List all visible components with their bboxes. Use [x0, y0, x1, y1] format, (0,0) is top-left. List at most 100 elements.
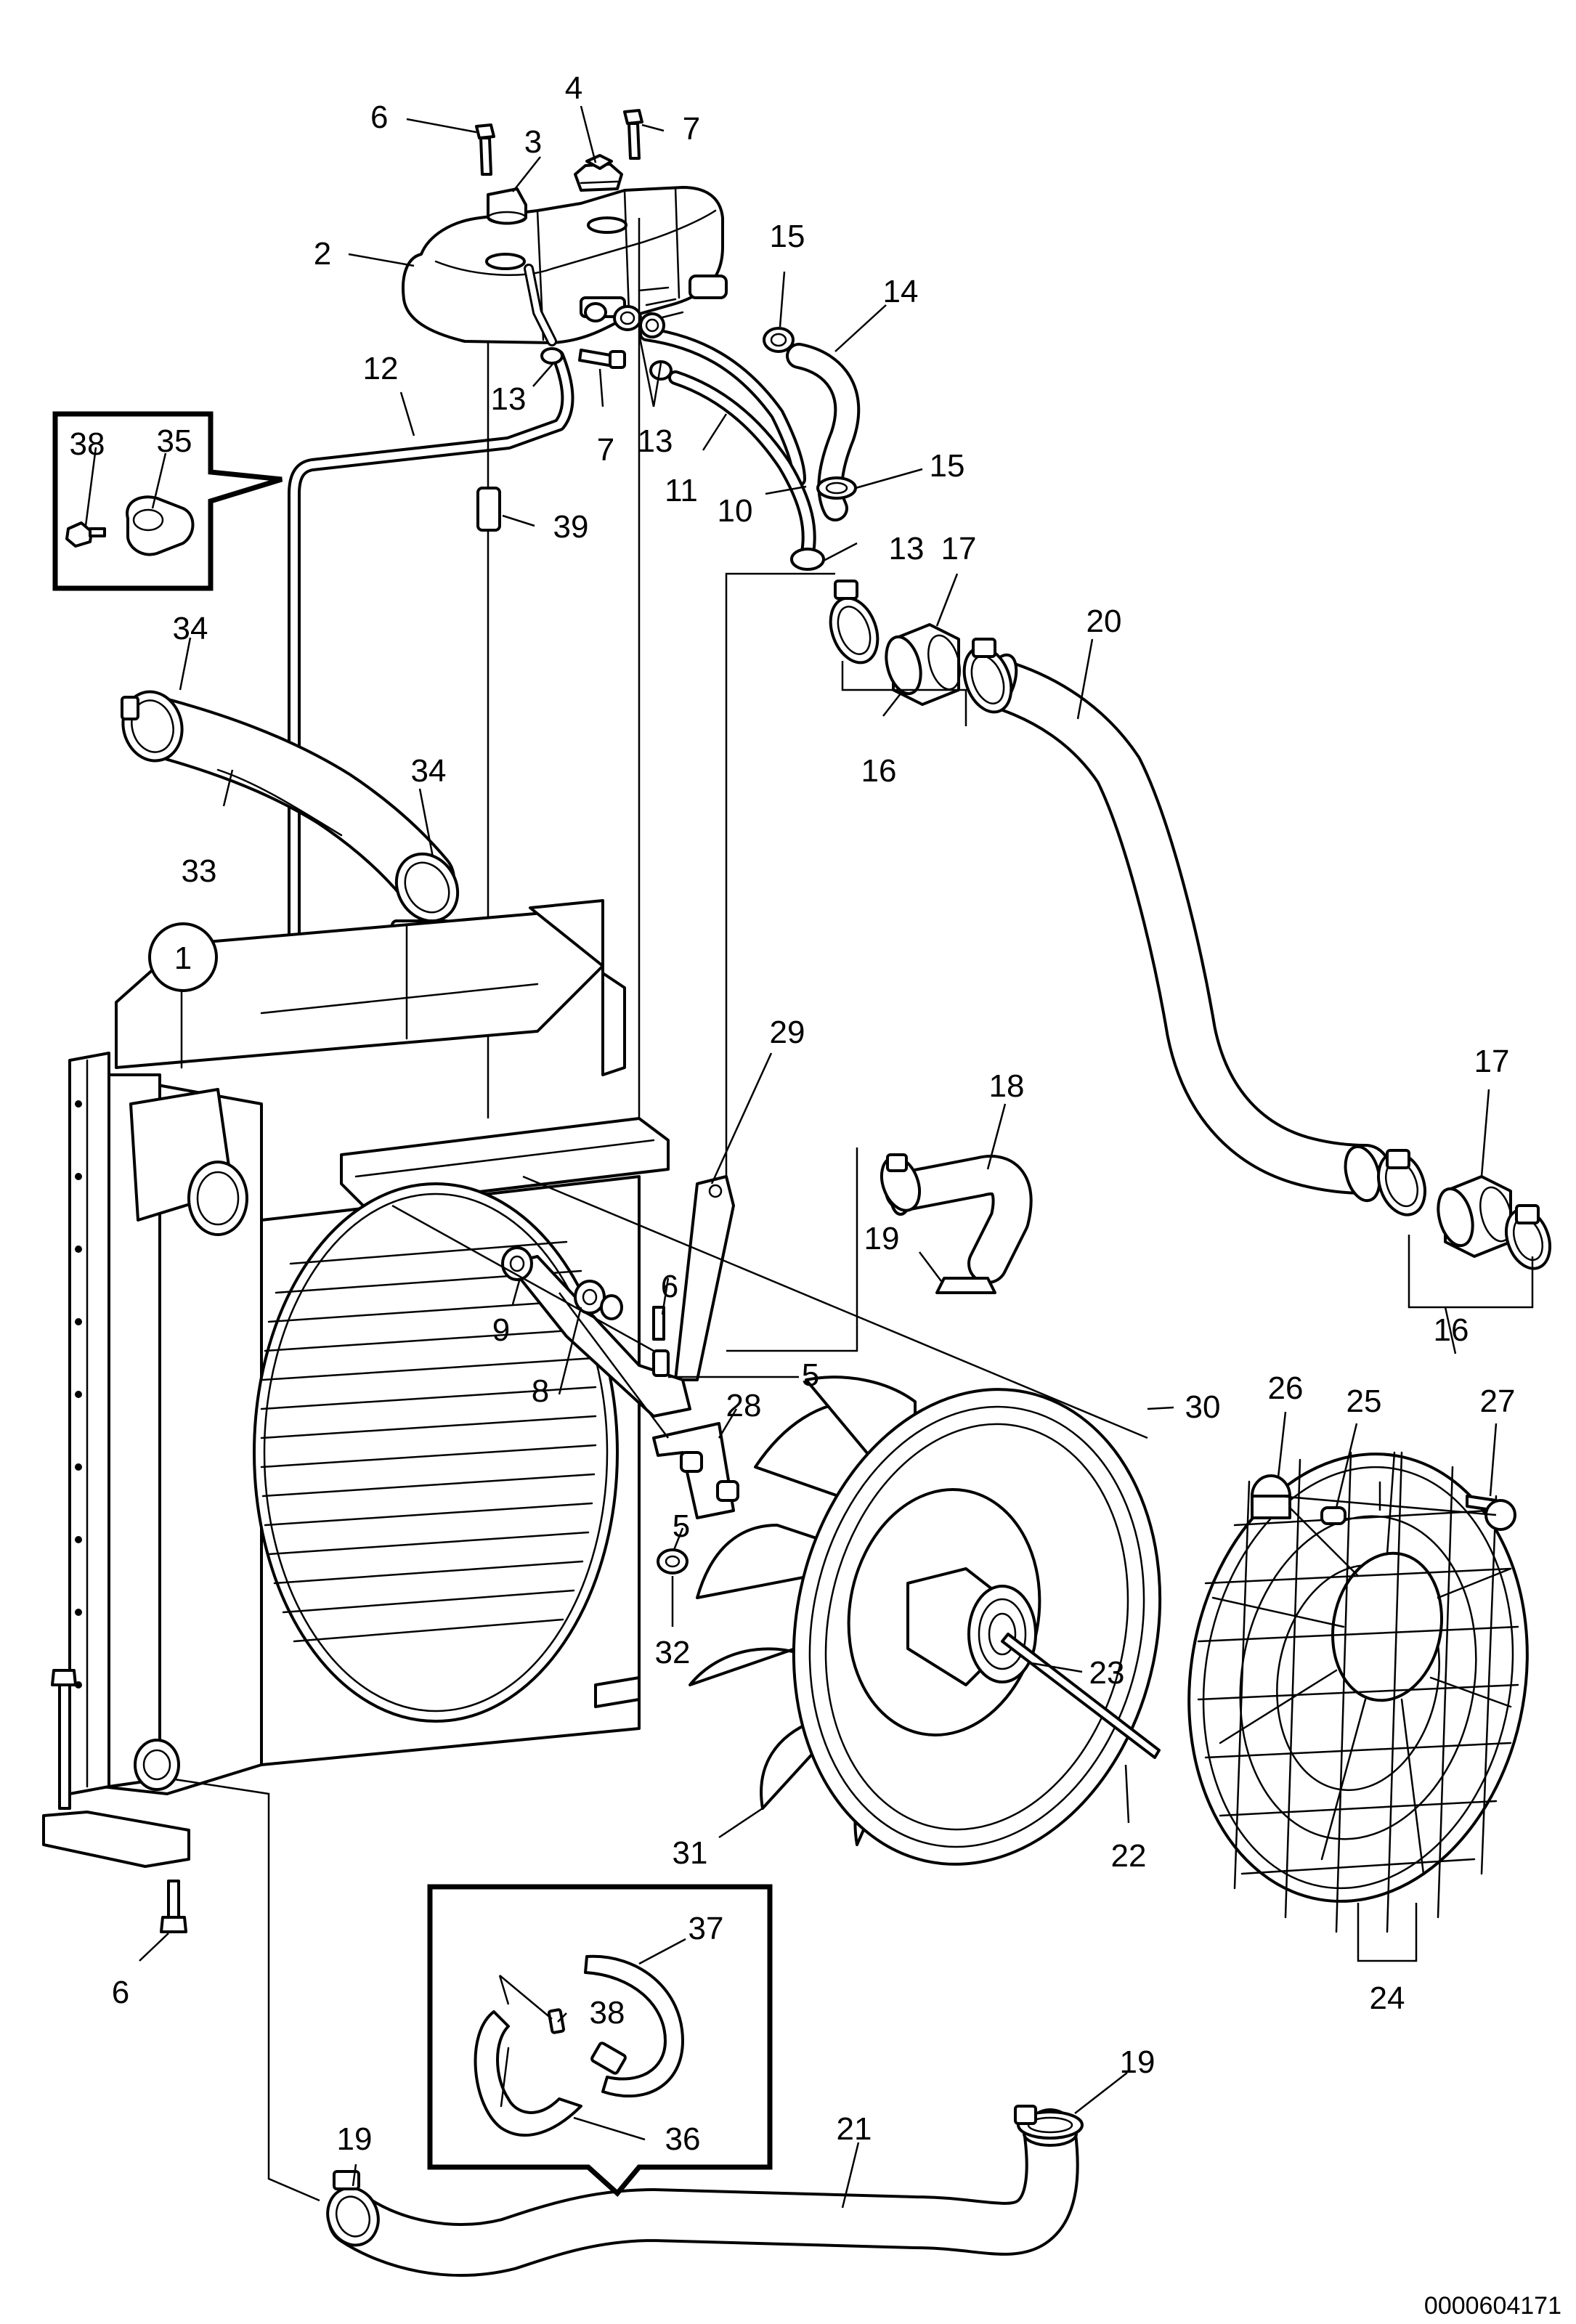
- bolt-7-top: [623, 109, 643, 160]
- clamp-34-upper: [121, 690, 184, 763]
- bracket-28: [652, 1422, 739, 1519]
- callout-30: 30: [1185, 1389, 1221, 1425]
- coolant-pipe-20: [970, 653, 1391, 1203]
- clamp-13-e: [540, 347, 564, 365]
- bolt-6-top: [475, 123, 495, 176]
- fan-guard-24: [1187, 1451, 1529, 1933]
- callout-10: 10: [718, 493, 753, 529]
- callout-16: 16: [861, 753, 897, 789]
- filler-cap-4: [574, 154, 623, 192]
- guard-mount-line: [1278, 1482, 1497, 1516]
- rubber-mount-26: [1251, 1474, 1291, 1519]
- guard-spokes: [1211, 1451, 1512, 1875]
- bleed-pipe-12: [288, 349, 574, 1001]
- inset-clip-detail: [52, 411, 283, 591]
- callout-26: 26: [1268, 1370, 1304, 1406]
- callout-leaders: [84, 105, 1498, 2209]
- callout-7: 7: [597, 432, 614, 468]
- callout-14: 14: [883, 274, 919, 309]
- expansion-tank: [402, 186, 724, 344]
- callout-25: 25: [1346, 1384, 1382, 1419]
- clamp-16-lower-b: [1505, 1204, 1551, 1270]
- bolt-6-bottom: [160, 1880, 187, 1933]
- clamp-16-upper: [829, 580, 880, 665]
- pipe-20-connection-line: [725, 572, 835, 1177]
- callout-19: 19: [337, 2121, 373, 2157]
- callout-38: 38: [590, 1995, 625, 2031]
- callout-29: 29: [770, 1015, 805, 1050]
- guard-mesh: [1197, 1451, 1519, 1933]
- callout-5: 5: [802, 1357, 819, 1393]
- callout-13: 13: [889, 531, 925, 566]
- callout-34: 34: [173, 611, 208, 646]
- callout-21: 21: [837, 2111, 872, 2147]
- clamp-13-b: [639, 312, 665, 338]
- bracket-16-upper: [841, 661, 967, 726]
- hose-11: [639, 327, 806, 487]
- mounting-lines: [391, 1053, 1148, 1439]
- clamp-13-d: [790, 548, 825, 571]
- bolt-frame-left: [51, 1669, 77, 1810]
- callout-32: 32: [655, 1635, 691, 1670]
- stay-bracket-29: [674, 1175, 735, 1381]
- clamp-15-a: [763, 327, 795, 353]
- pressure-cap-3: [487, 187, 527, 225]
- bracket-24: [1357, 1903, 1418, 1962]
- callout-6: 6: [370, 99, 388, 135]
- callout-6: 6: [112, 1975, 129, 2010]
- callout-17: 17: [941, 531, 977, 566]
- callout-16: 16: [1434, 1312, 1469, 1348]
- callout-11: 11: [665, 473, 698, 508]
- tank-outlet-nipples: [580, 275, 728, 330]
- callout-9: 9: [492, 1312, 510, 1348]
- tank-vent-tube: [524, 264, 557, 346]
- callout-15: 15: [770, 219, 805, 254]
- assembly-marker-1: [148, 922, 218, 992]
- clamp-19-upper: [880, 1153, 922, 1212]
- inset-strap-detail: [427, 1884, 773, 2198]
- clamp-13-a: [613, 305, 642, 331]
- callout-4: 4: [565, 70, 582, 106]
- coupling-17-upper: [885, 623, 961, 706]
- radiator-grille-lines: [260, 1240, 597, 1643]
- callout-28: 28: [726, 1388, 762, 1423]
- callout-labels: 6 4 7 3 2 15 14 12 13 7 13 11 15 10 13 3…: [70, 70, 1561, 2320]
- clamp-19-bottom-right: [1014, 2105, 1084, 2140]
- callout-2: 2: [314, 236, 331, 272]
- spacer-25: [1320, 1506, 1346, 1525]
- bracket-16-lower: [1408, 1235, 1534, 1309]
- callout-6: 6: [661, 1269, 678, 1304]
- callout-19: 19: [1120, 2044, 1155, 2080]
- callout-12: 12: [363, 351, 399, 386]
- callout-24: 24: [1370, 1980, 1405, 2016]
- callout-3: 3: [524, 124, 542, 160]
- callout-33: 33: [182, 853, 217, 889]
- callout-22: 22: [1111, 1838, 1147, 1874]
- coupling-17-lower: [1437, 1175, 1513, 1258]
- callout-23: 23: [1089, 1655, 1125, 1691]
- callout-8: 8: [532, 1373, 549, 1409]
- bolt-7-side: [578, 349, 626, 369]
- callout-35: 35: [157, 423, 192, 459]
- hose-10: [668, 370, 816, 566]
- charge-air-hose-33: [126, 696, 455, 909]
- callout-13: 13: [638, 423, 673, 459]
- bolt-6-mid: [652, 1306, 665, 1341]
- callout-36: 36: [665, 2121, 701, 2157]
- callout-7: 7: [683, 111, 700, 147]
- nut-32: [657, 1548, 689, 1575]
- callout-13: 13: [491, 381, 527, 417]
- bolt-5-mid: [652, 1349, 670, 1377]
- callout-39: 39: [553, 509, 589, 545]
- clamp-16-upper-b: [962, 638, 1013, 714]
- callout-31: 31: [673, 1835, 708, 1871]
- callout-20: 20: [1086, 604, 1122, 639]
- spacer-39: [476, 487, 501, 532]
- callout-19: 19: [864, 1221, 900, 1256]
- clamp-16-lower-a: [1377, 1149, 1426, 1216]
- clamp-13-c: [649, 360, 673, 381]
- assembly-marker-label: 1: [174, 940, 192, 976]
- callout-34: 34: [411, 753, 447, 789]
- bracket-18: [726, 1147, 858, 1352]
